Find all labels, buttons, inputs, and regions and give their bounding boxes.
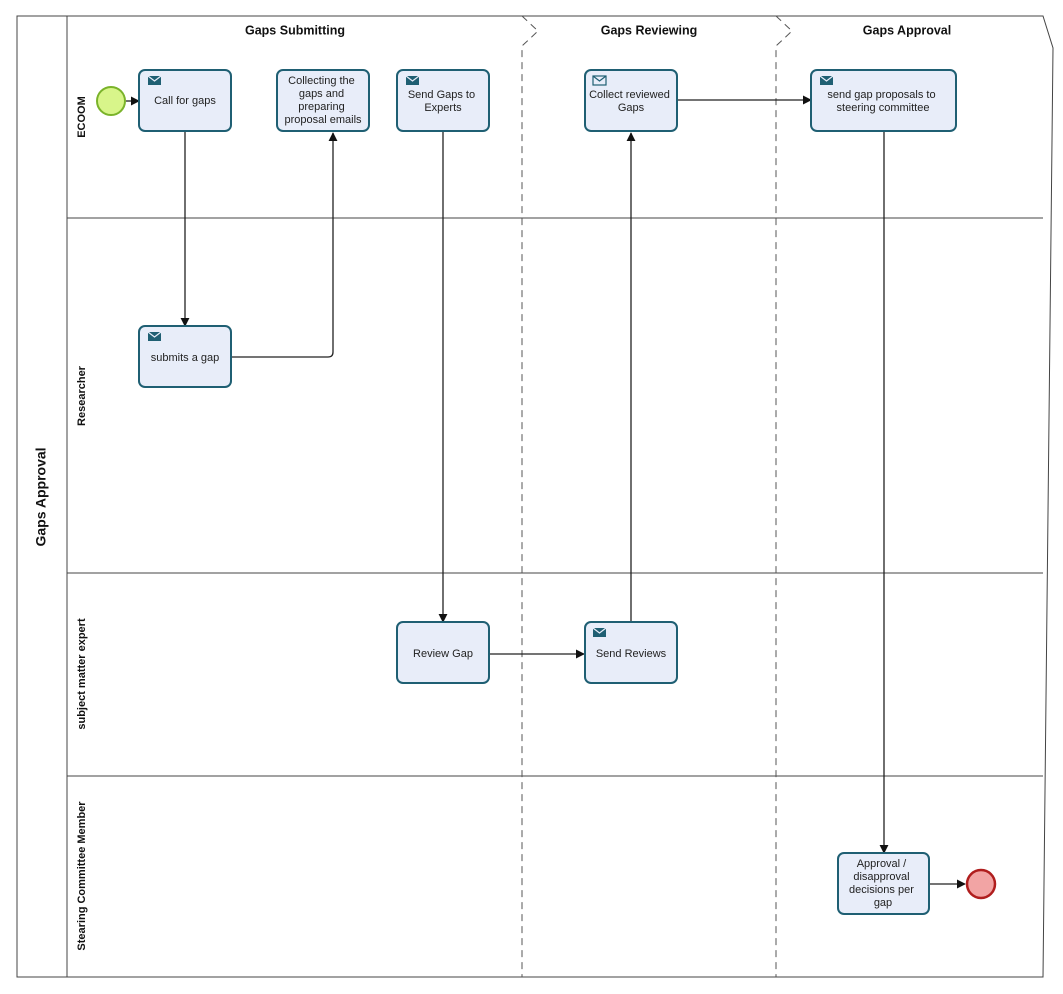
task-call-for-gaps[interactable]: Call for gaps [138,69,232,132]
task-label: Collect reviewed Gaps [589,89,673,114]
task-label: Send Gaps to Experts [408,89,478,114]
task-label: Review Gap [413,648,473,660]
events [96,86,997,900]
sequence-flows [126,95,966,889]
lane-dividers [67,217,1043,777]
flow-submits-gap-to-collecting [231,132,338,358]
task-review-gap[interactable]: Review Gap [396,621,490,684]
phase-separator-1 [521,15,539,977]
task-submits-a-gap[interactable]: submits a gap [138,325,232,388]
envelope-outline-icon [592,75,607,86]
lane-labels: ECOOM Researcher subject matter expert S… [76,96,88,950]
phase-title-reviewing: Gaps Reviewing [601,23,698,37]
lane-label-expert: subject matter expert [76,618,88,730]
task-box [584,69,678,132]
task-label: Call for gaps [154,95,216,107]
task-label: submits a gap [151,352,219,364]
task-send-reviews[interactable]: Send Reviews [584,621,678,684]
task-box [837,852,930,915]
lane-label-researcher: Researcher [76,365,88,426]
phase-title-approval: Gaps Approval [863,23,951,37]
task-collect-reviewed-gaps[interactable]: Collect reviewed Gaps [584,69,678,132]
envelope-filled-icon [147,75,162,85]
task-label: Send Reviews [596,648,667,660]
task-approval-decisions[interactable]: Approval / disapproval decisions per gap [837,852,930,915]
envelope-filled-icon [405,75,420,85]
pool: Gaps Approval [16,15,1054,978]
lane-label-ecoom: ECOOM [76,96,88,138]
end-event[interactable] [965,868,997,900]
envelope-filled-icon [819,75,834,85]
task-label: Approval / disapproval decisions per gap [849,858,917,909]
pool-title: Gaps Approval [33,447,49,546]
lane-label-committee: Stearing Committee Member [76,801,88,951]
phase-separators [521,15,793,977]
task-box [138,69,232,132]
tasks: Call for gaps Collecting the gaps and pr… [138,69,957,915]
task-send-gap-proposals[interactable]: send gap proposals to steering committee [810,69,957,132]
task-box [138,325,232,388]
task-box [810,69,957,132]
envelope-filled-icon [147,331,162,341]
envelope-filled-icon [592,627,607,637]
task-box [276,69,370,132]
start-event[interactable] [96,86,126,116]
task-label: Collecting the gaps and preparing propos… [284,75,362,126]
phase-separator-2 [775,15,793,977]
phase-titles: Gaps Submitting Gaps Reviewing Gaps Appr… [245,23,951,37]
task-collecting[interactable]: Collecting the gaps and preparing propos… [276,69,370,132]
phase-title-submitting: Gaps Submitting [245,23,345,37]
task-send-gaps-to-experts[interactable]: Send Gaps to Experts [396,69,490,132]
task-label: send gap proposals to steering committee [827,89,938,114]
task-box [396,69,490,132]
pool-border [16,15,1054,978]
task-box [584,621,678,684]
task-box [396,621,490,684]
